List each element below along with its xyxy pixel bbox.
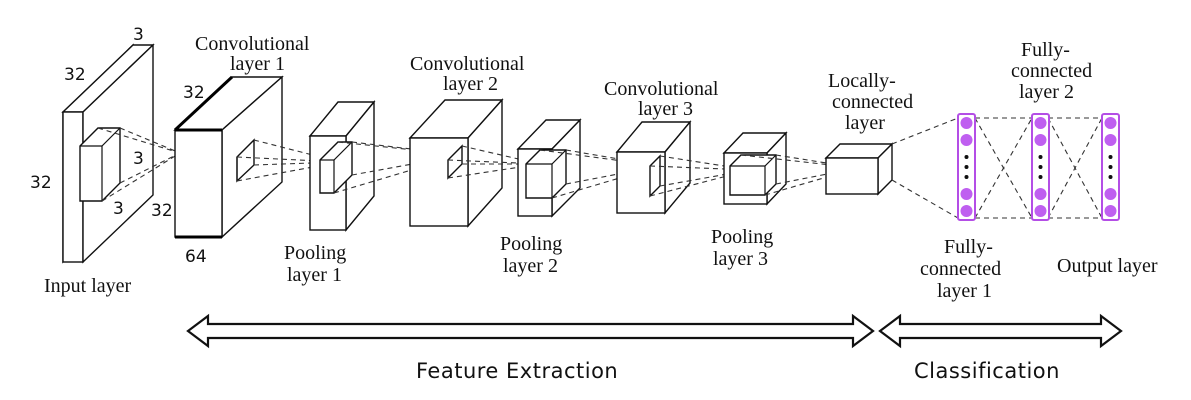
pool1-label-line1: Pooling	[284, 242, 346, 264]
feature-extraction-label: Feature Extraction	[416, 359, 618, 383]
fc1-label-line3: layer 1	[937, 280, 992, 302]
local-label-line3: layer	[845, 112, 885, 134]
conv2-label-line2: layer 2	[443, 73, 498, 95]
pool2-block	[516, 118, 582, 218]
conv1-width-label: 32	[183, 83, 205, 103]
local-label-line2: connected	[832, 91, 913, 113]
fc2-label-line2: connected	[1011, 60, 1092, 82]
pool3-label-line2: layer 3	[713, 248, 768, 270]
conv1-label-line1: Convolutional	[195, 33, 310, 55]
pool3-label-line1: Pooling	[711, 226, 773, 248]
output-layer-label: Output layer	[1057, 255, 1158, 277]
fc2-label-line1: Fully-	[1021, 39, 1070, 61]
fc1-neuron-column	[957, 113, 976, 221]
input-depth-label: 3	[133, 25, 144, 45]
fc1-label-line1: Fully-	[944, 236, 993, 258]
input-width-label: 32	[64, 65, 86, 85]
input-height-label: 32	[30, 173, 52, 193]
input-kernel-width-label: 3	[133, 149, 144, 169]
classification-label: Classification	[914, 359, 1060, 383]
fc2-label-line3: layer 2	[1019, 81, 1074, 103]
conv1-channels-label: 64	[185, 247, 207, 267]
conv1-label-line2: layer 1	[230, 53, 285, 75]
conv2-block	[408, 98, 504, 228]
connection-pool3-local	[740, 154, 859, 196]
output-neuron-column	[1101, 113, 1120, 221]
conv3-label-line2: layer 3	[638, 98, 693, 120]
conv2-label-line1: Convolutional	[410, 53, 525, 75]
pool1-label-line2: layer 1	[287, 264, 342, 286]
fc-cross-connections	[974, 117, 1103, 219]
feature-extraction-arrow	[186, 313, 875, 349]
pool2-label-line2: layer 2	[503, 255, 558, 277]
pool1-block	[308, 100, 376, 232]
fc1-label-line2: connected	[920, 258, 1001, 280]
pool3-block	[722, 131, 788, 206]
connection-local-fc1	[891, 117, 959, 219]
input-layer-label: Input layer	[44, 275, 132, 297]
input-kernel-height-label: 3	[113, 199, 124, 219]
conv3-label-line1: Convolutional	[604, 78, 719, 100]
connection-input-conv1	[97, 127, 181, 202]
pool2-label-line1: Pooling	[500, 233, 562, 255]
local-block	[824, 142, 894, 196]
conv1-depth-label: 32	[151, 201, 173, 221]
fc2-neuron-column	[1031, 113, 1050, 221]
local-label-line1: Locally-	[828, 70, 896, 92]
classification-arrow	[878, 313, 1123, 349]
conv1-block	[173, 75, 284, 239]
